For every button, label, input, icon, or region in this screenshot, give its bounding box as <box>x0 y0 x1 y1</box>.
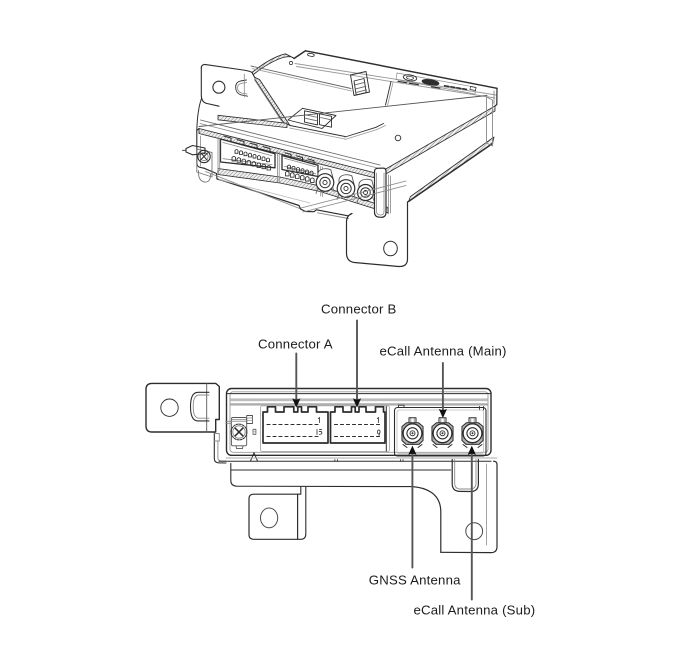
svg-text:eCall Antenna (Main): eCall Antenna (Main) <box>380 344 507 359</box>
svg-text:Connector A: Connector A <box>258 336 333 351</box>
svg-text:Connector B: Connector B <box>321 302 397 317</box>
svg-text:GNSS Antenna: GNSS Antenna <box>369 573 461 588</box>
svg-text:eCall Antenna (Sub): eCall Antenna (Sub) <box>414 603 536 618</box>
